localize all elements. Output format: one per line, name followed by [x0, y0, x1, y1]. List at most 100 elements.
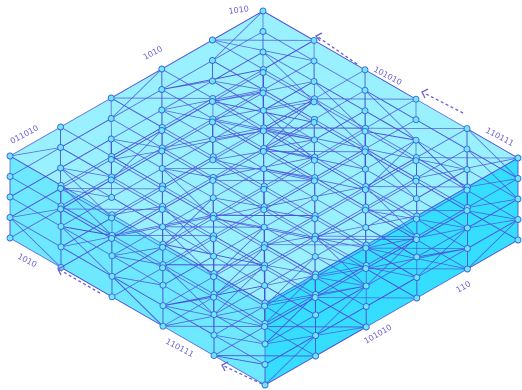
lattice-cross-edge — [263, 147, 315, 158]
lattice-edge — [213, 247, 265, 278]
lattice-node — [412, 236, 420, 244]
lattice-nodes — [6, 7, 522, 389]
lattice-node — [108, 293, 116, 301]
lattice-node — [158, 147, 166, 155]
lattice-cross-edge — [111, 275, 164, 286]
lattice-cross-edge — [213, 235, 265, 266]
lattice-edge — [365, 168, 417, 199]
lattice-cross-edge — [162, 264, 215, 315]
lattice-cross-edge — [212, 130, 264, 140]
lattice-node — [261, 302, 269, 310]
lattice-cross-edge — [9, 155, 62, 186]
lattice-node — [107, 94, 115, 102]
lattice-edge — [416, 227, 468, 258]
lattice-cross-edge — [263, 40, 315, 70]
lattice-edge — [212, 118, 264, 149]
lattice-node — [57, 185, 65, 192]
lattice-cross-edge — [9, 208, 61, 218]
lattice-edge — [264, 305, 316, 336]
lattice-cross-edge — [365, 236, 418, 287]
lattice-edge — [111, 179, 163, 210]
lattice-cross-edge — [60, 118, 112, 148]
lattice-cross-edge — [60, 147, 112, 178]
lattice-node — [310, 118, 318, 126]
lattice-edge — [416, 177, 468, 208]
lattice-edge — [314, 118, 366, 150]
lattice-cross-edge — [313, 81, 366, 132]
lattice-edge — [213, 334, 266, 365]
lattice-edge — [111, 234, 164, 266]
lattice-edge — [264, 215, 316, 245]
lattice-cross-edge — [162, 180, 213, 210]
lattice-node — [209, 176, 217, 184]
lattice-edge — [9, 147, 61, 177]
lattice-node — [412, 177, 420, 185]
lattice-cross-edge — [162, 168, 214, 178]
lattice-edge — [315, 206, 366, 237]
lattice-node — [463, 265, 471, 273]
arrow-left-bottom-head — [57, 265, 65, 276]
lattice-edge — [415, 160, 468, 191]
lattice-edge — [111, 168, 163, 198]
lattice-edge — [213, 285, 265, 315]
lattice-node — [210, 273, 218, 281]
lattice-edge — [213, 355, 266, 386]
lattice-node — [107, 176, 115, 184]
lattice-node — [361, 186, 369, 194]
lattice-cross-edge — [212, 51, 264, 82]
lattice-cross-edge — [364, 69, 417, 100]
lattice-edge — [60, 126, 112, 157]
lattice-edge — [365, 98, 417, 129]
lattice-node — [361, 206, 369, 214]
lattice-cross-edge — [263, 147, 315, 179]
lattice-cross-edge — [365, 157, 417, 187]
lattice-node — [158, 185, 166, 193]
lattice-cross-edge — [111, 255, 164, 266]
lattice-node — [310, 36, 318, 44]
lattice-edge — [264, 314, 316, 345]
lattice-edge — [162, 226, 214, 257]
lattice-cross-edge — [111, 130, 162, 160]
lattice-node — [361, 127, 369, 135]
lattice-node — [312, 311, 320, 319]
lattice-cross-edge — [365, 209, 417, 240]
lattice-edge — [111, 118, 163, 149]
lattice-cross-edge — [264, 294, 316, 304]
lattice-edge — [365, 186, 417, 217]
lattice-node — [260, 185, 268, 193]
lattice-edge — [264, 256, 316, 286]
lattice-node — [362, 323, 370, 331]
lattice-edge — [9, 237, 62, 268]
lattice-node — [514, 236, 522, 244]
lattice-node — [514, 154, 522, 162]
lattice-edge — [213, 244, 265, 274]
lattice-cross-edge — [416, 186, 468, 217]
lattice-node — [209, 135, 217, 143]
lattice-edge — [111, 205, 163, 236]
lattice-edge — [415, 98, 468, 129]
lattice-edge — [366, 297, 417, 328]
lattice-node — [208, 77, 216, 85]
lattice-node — [209, 156, 217, 164]
lattice-edge — [162, 176, 214, 207]
lattice-cross-edge — [111, 197, 163, 228]
lattice-node — [158, 164, 166, 172]
lattice-node — [260, 165, 268, 173]
lattice-cross-edge — [212, 10, 264, 41]
lattice-cross-edge — [212, 10, 264, 61]
lattice-cross-edge — [263, 89, 315, 120]
arrow-bottom — [223, 365, 263, 385]
lattice-node — [362, 265, 370, 273]
lattice-edge — [314, 156, 366, 187]
lattice-node — [463, 207, 471, 215]
lattice-edge — [212, 101, 264, 132]
lattice-node — [261, 381, 269, 389]
lattice-cross-edge — [264, 285, 316, 316]
lattice-cross-edge — [111, 156, 163, 187]
lattice-cross-edge — [365, 239, 417, 269]
lattice-node — [158, 106, 166, 114]
lattice-cross-edge — [264, 256, 316, 307]
lattice-edge — [264, 177, 315, 208]
lattice-cross-edge — [161, 80, 213, 90]
lattice-cross-edge — [415, 139, 468, 191]
